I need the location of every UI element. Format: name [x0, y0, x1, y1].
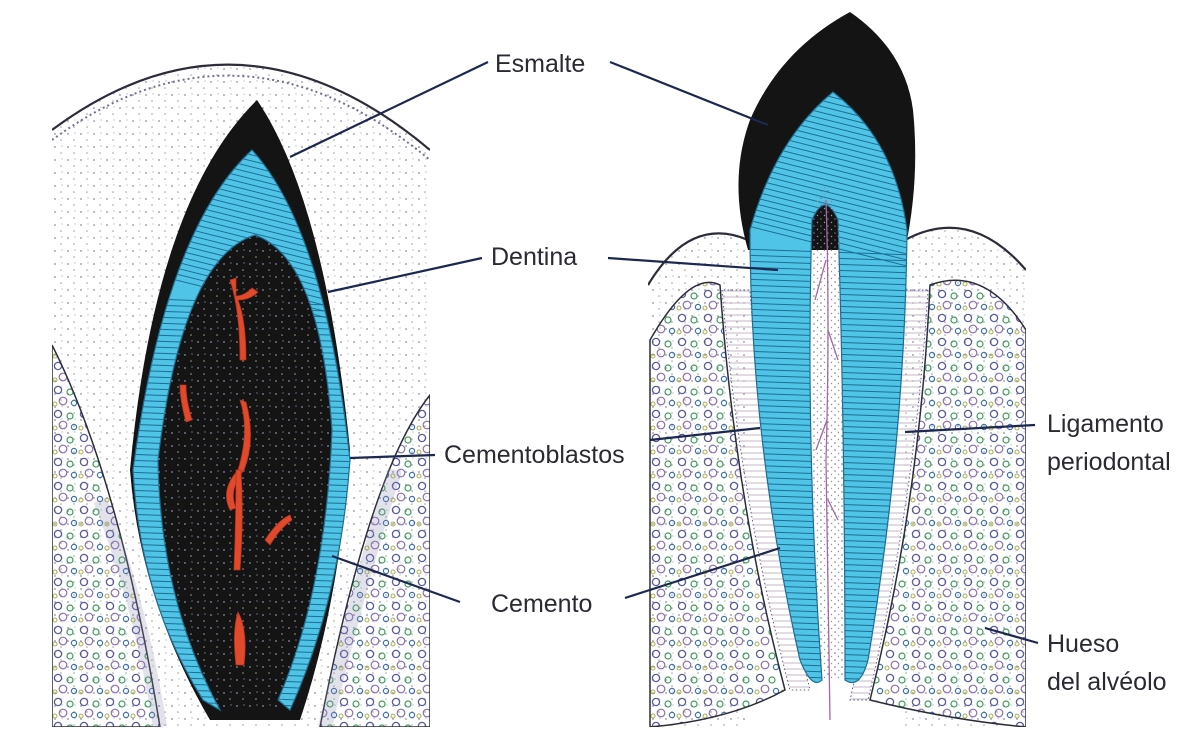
label-hueso: Hueso — [1047, 630, 1119, 658]
label-cementoblastos: Cementoblastos — [444, 441, 625, 469]
panel-a: A — [8, 20, 430, 730]
panel-letter-a: A — [8, 700, 27, 730]
panel-b: B — [610, 10, 1026, 730]
panel-letter-b: B — [610, 700, 629, 730]
label-dentina: Dentina — [491, 243, 577, 271]
label-cemento: Cemento — [491, 590, 592, 618]
label-periodontal: periodontal — [1047, 448, 1171, 476]
label-ligamento: Ligamento — [1047, 410, 1164, 438]
label-esmalte: Esmalte — [495, 50, 585, 78]
label-del-alveolo: del alvéolo — [1047, 668, 1167, 696]
